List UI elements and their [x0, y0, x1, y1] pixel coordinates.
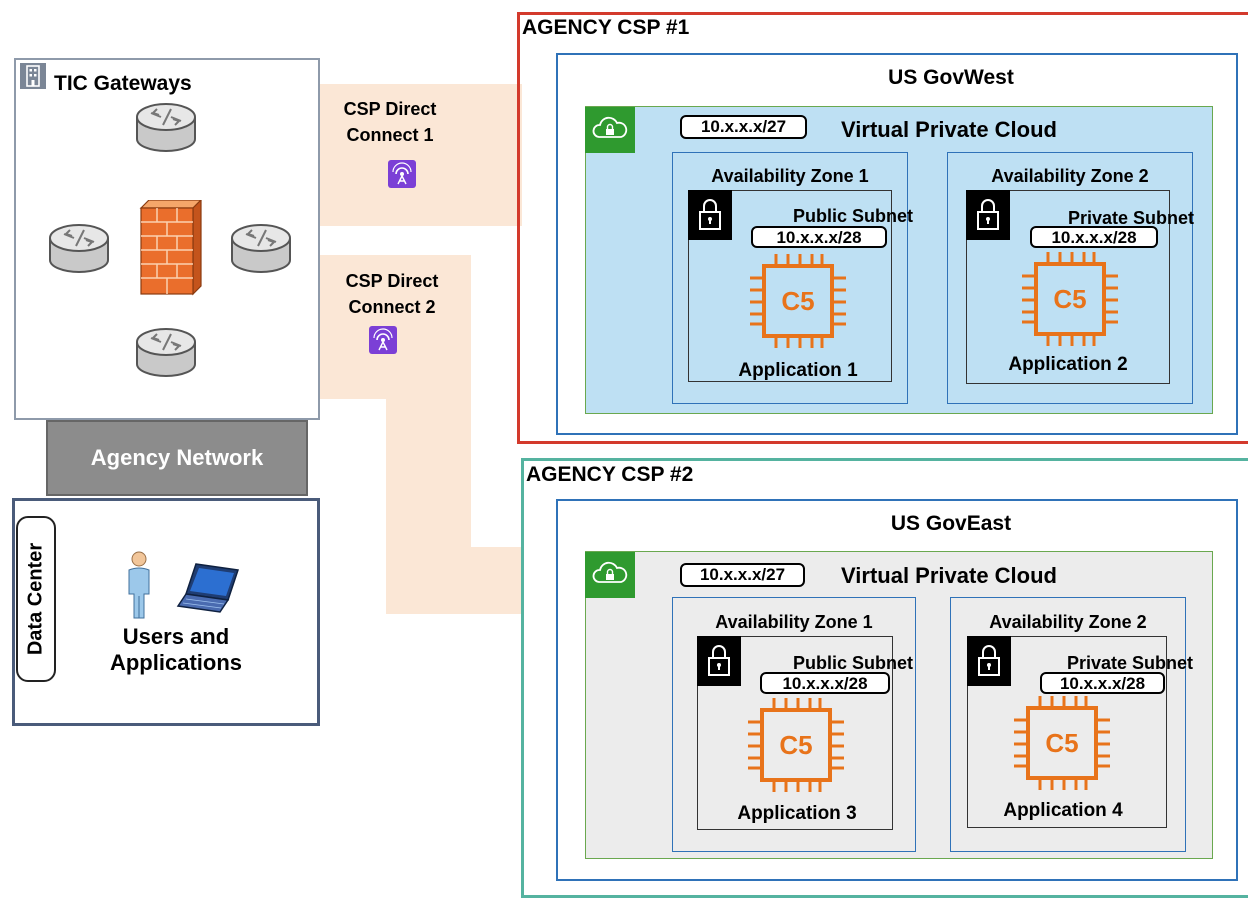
- users-line-2: Applications: [109, 650, 242, 675]
- connect-band-1: [320, 84, 522, 226]
- lock-icon: [688, 190, 732, 240]
- vpc-title: Virtual Private Cloud: [841, 117, 1057, 142]
- subnet-name: Private Subnet: [1068, 208, 1195, 228]
- vpc-cidr: 10.x.x.x/27: [680, 563, 805, 587]
- availability-zone-box: [950, 597, 1186, 852]
- firewall-icon: [139, 200, 202, 296]
- subnet-box: [967, 636, 1167, 828]
- subnet-cidr: 10.x.x.x/28: [1040, 672, 1165, 694]
- instance-type-label: C5: [1053, 284, 1086, 314]
- data-center-label: Data Center: [16, 516, 56, 682]
- direct-connect-1-line2: Connect 1: [346, 125, 434, 145]
- subnet-name: Public Subnet: [793, 653, 914, 673]
- agency-csp-2-title: AGENCY CSP #2: [526, 463, 694, 486]
- vpc-box: [585, 106, 1213, 414]
- connect-band-2-horizontal: [386, 547, 522, 614]
- data-center-label-text: Data Center: [24, 542, 47, 656]
- instance-type-label: C5: [1045, 728, 1078, 758]
- application-label: Application 4: [1003, 800, 1123, 821]
- cloud-lock-icon: [592, 561, 628, 583]
- instance-type-label: C5: [779, 730, 812, 760]
- region-title: US GovEast: [890, 512, 1012, 535]
- vpc-box: [585, 551, 1213, 859]
- availability-zone-title: Availability Zone 2: [991, 166, 1149, 186]
- agency-csp-1-title: AGENCY CSP #1: [522, 16, 690, 39]
- users-and-applications-label: Users and Applications: [96, 624, 256, 676]
- vpc-title: Virtual Private Cloud: [841, 563, 1057, 588]
- direct-connect-1-line1: CSP Direct: [343, 99, 437, 119]
- ec2-instance-icon: C5: [748, 698, 844, 792]
- subnet-name: Public Subnet: [793, 206, 914, 226]
- agency-network-bar: Agency Network: [46, 420, 308, 496]
- availability-zone-title: Availability Zone 2: [989, 612, 1147, 632]
- direct-connect-2-label: CSP Direct Connect 2: [322, 268, 462, 320]
- subnet-box: [688, 190, 892, 382]
- application-label: Application 3: [737, 803, 857, 824]
- laptop-icon: [176, 563, 239, 613]
- connect-band-2-vertical: [386, 399, 471, 547]
- router-icon: [136, 328, 196, 377]
- region-title: US GovWest: [888, 66, 1014, 89]
- availability-zone-title: Availability Zone 1: [715, 612, 873, 632]
- vpc-badge: [585, 552, 635, 598]
- instance-type-label: C5: [781, 286, 814, 316]
- availability-zone-title: Availability Zone 1: [711, 166, 869, 186]
- office-building-icon: [20, 63, 46, 89]
- tic-gateways-title: TIC Gateways: [54, 72, 192, 95]
- subnet-cidr: 10.x.x.x/28: [1030, 226, 1158, 248]
- router-icon: [136, 103, 196, 152]
- cloud-lock-icon: [592, 116, 628, 138]
- subnet-name: Private Subnet: [1067, 653, 1194, 673]
- availability-zone-box: [672, 152, 908, 404]
- availability-zone-box: [947, 152, 1193, 404]
- lock-icon: [697, 636, 741, 686]
- direct-connect-icon: [369, 326, 397, 354]
- data-center-box: [12, 498, 320, 726]
- subnet-box: [697, 636, 893, 830]
- subnet-cidr: 10.x.x.x/28: [751, 226, 887, 248]
- application-label: Application 1: [738, 360, 858, 381]
- availability-zone-box: [672, 597, 916, 852]
- ec2-instance-icon: C5: [1022, 252, 1118, 346]
- subnet-box: [966, 190, 1170, 384]
- application-label: Application 2: [1008, 354, 1128, 375]
- direct-connect-2-line1: CSP Direct: [345, 271, 439, 291]
- vpc-cidr: 10.x.x.x/27: [680, 115, 807, 139]
- direct-connect-icon: [388, 160, 416, 188]
- router-icon: [49, 224, 109, 273]
- subnet-cidr: 10.x.x.x/28: [760, 672, 890, 694]
- ec2-instance-icon: C5: [1014, 696, 1110, 790]
- lock-icon: [966, 190, 1010, 240]
- direct-connect-1-label: CSP Direct Connect 1: [320, 96, 460, 148]
- lock-icon: [967, 636, 1011, 686]
- vpc-badge: [585, 107, 635, 153]
- ec2-instance-icon: C5: [750, 254, 846, 348]
- router-icon: [231, 224, 291, 273]
- agency-csp-1-box: [517, 12, 1248, 444]
- users-line-1: Users and: [122, 624, 230, 649]
- user-icon: [128, 551, 150, 619]
- direct-connect-2-line2: Connect 2: [348, 297, 436, 317]
